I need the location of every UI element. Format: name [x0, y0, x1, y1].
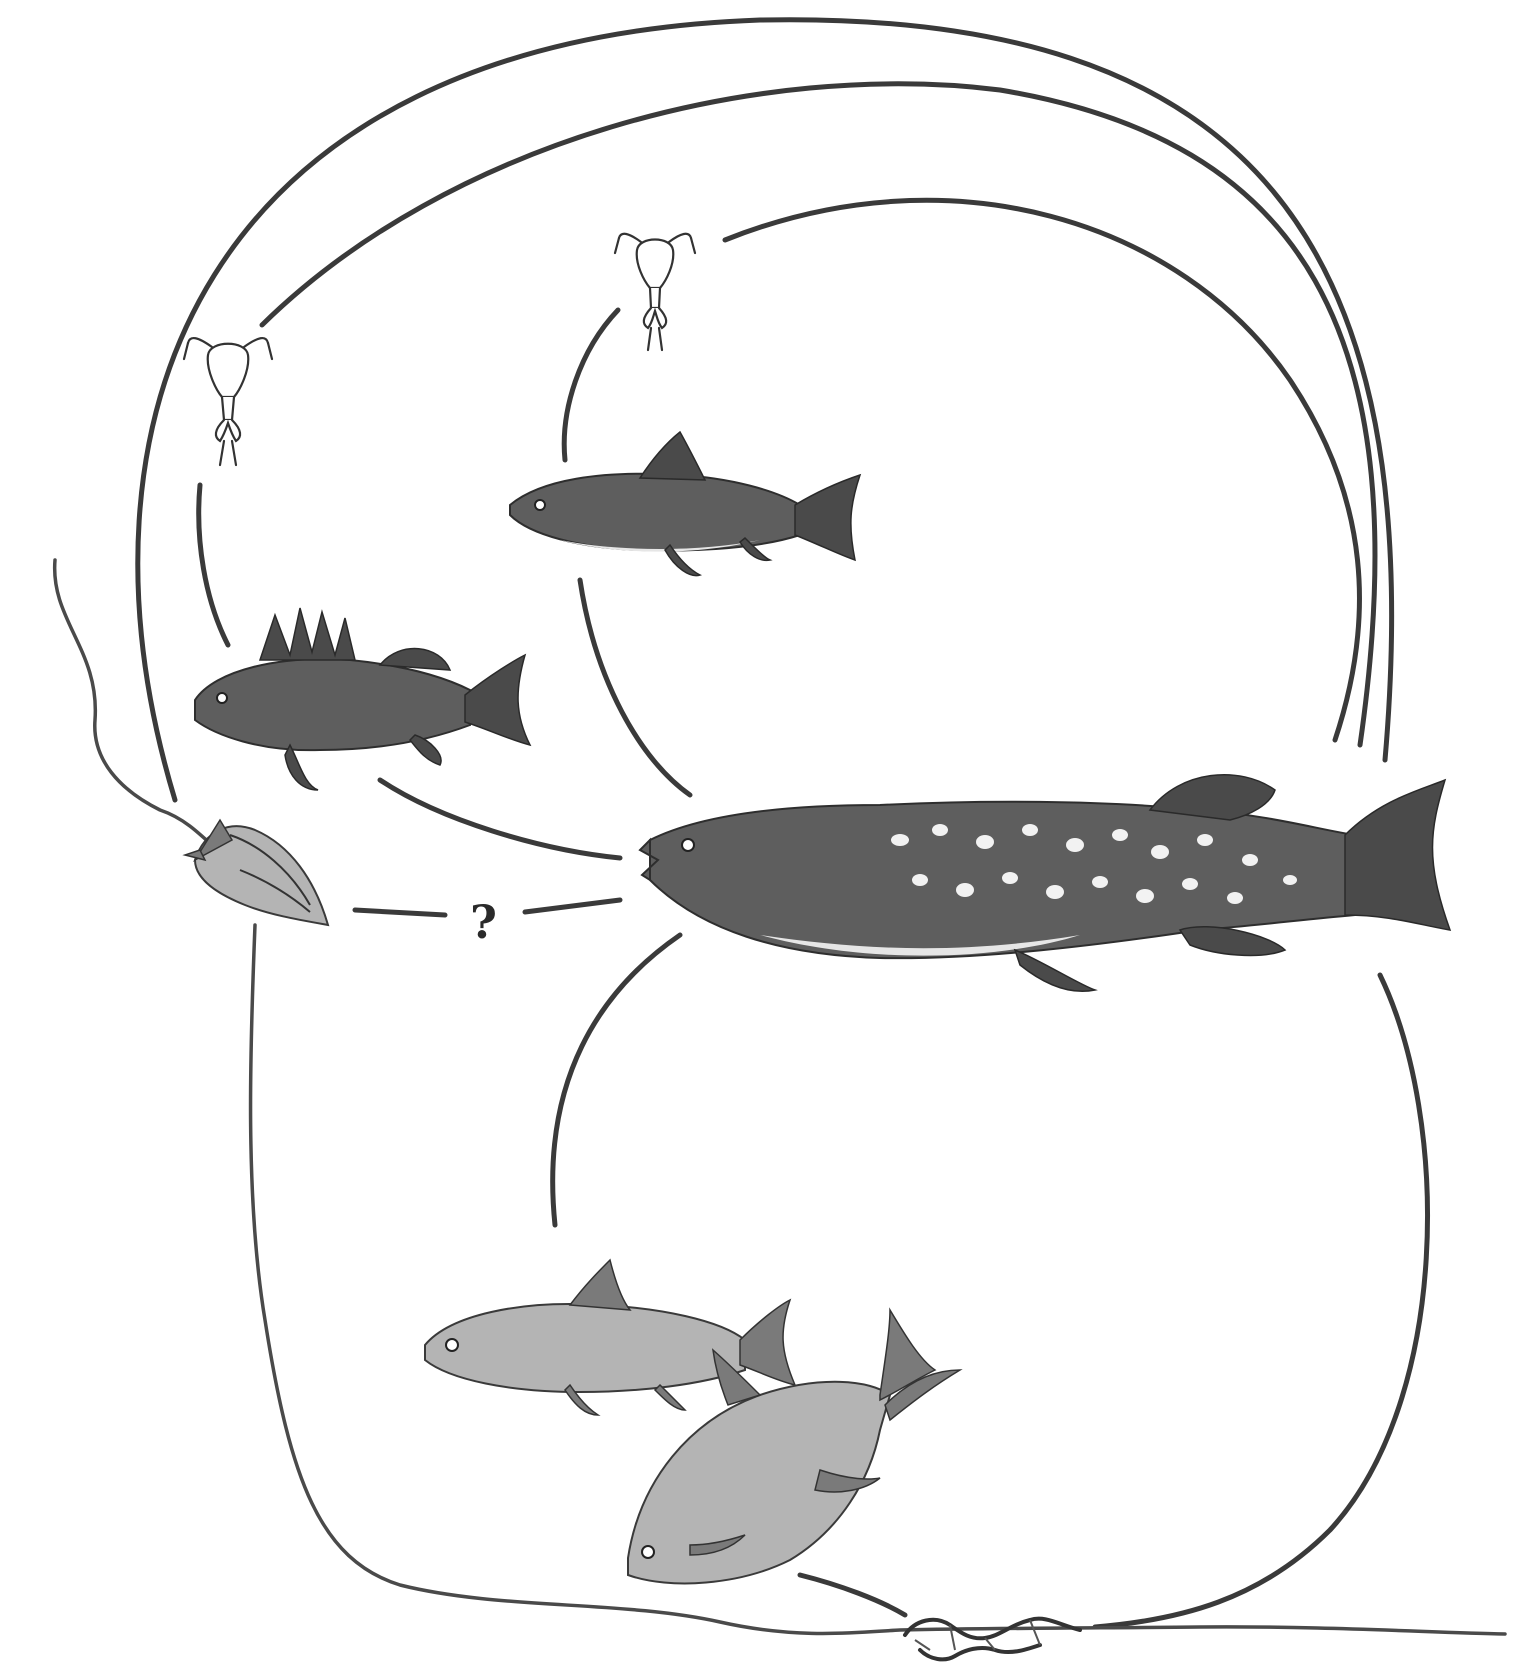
arc-second	[262, 84, 1375, 745]
question-mark-label: ?	[470, 895, 497, 949]
arc-whitefish-pike	[580, 580, 690, 795]
arc-snail-pike-left	[355, 910, 445, 915]
arc-pike-roach	[553, 935, 680, 1225]
perch-icon	[195, 608, 530, 790]
arc-pike-tapeworm	[1095, 975, 1427, 1627]
tapeworm-icon	[905, 1619, 1080, 1660]
arc-copepod-whitefish	[564, 310, 618, 460]
arc-snail-pike-right	[525, 900, 620, 912]
snail-icon	[185, 820, 328, 925]
arc-third	[725, 200, 1359, 740]
arc-copepod-perch	[199, 485, 228, 645]
arc-bream-tapeworm	[800, 1575, 905, 1615]
copepod-upper-icon	[615, 234, 695, 350]
arc-perch-pike	[380, 780, 620, 858]
copepod-icon	[184, 338, 272, 465]
pike-icon	[640, 775, 1450, 992]
